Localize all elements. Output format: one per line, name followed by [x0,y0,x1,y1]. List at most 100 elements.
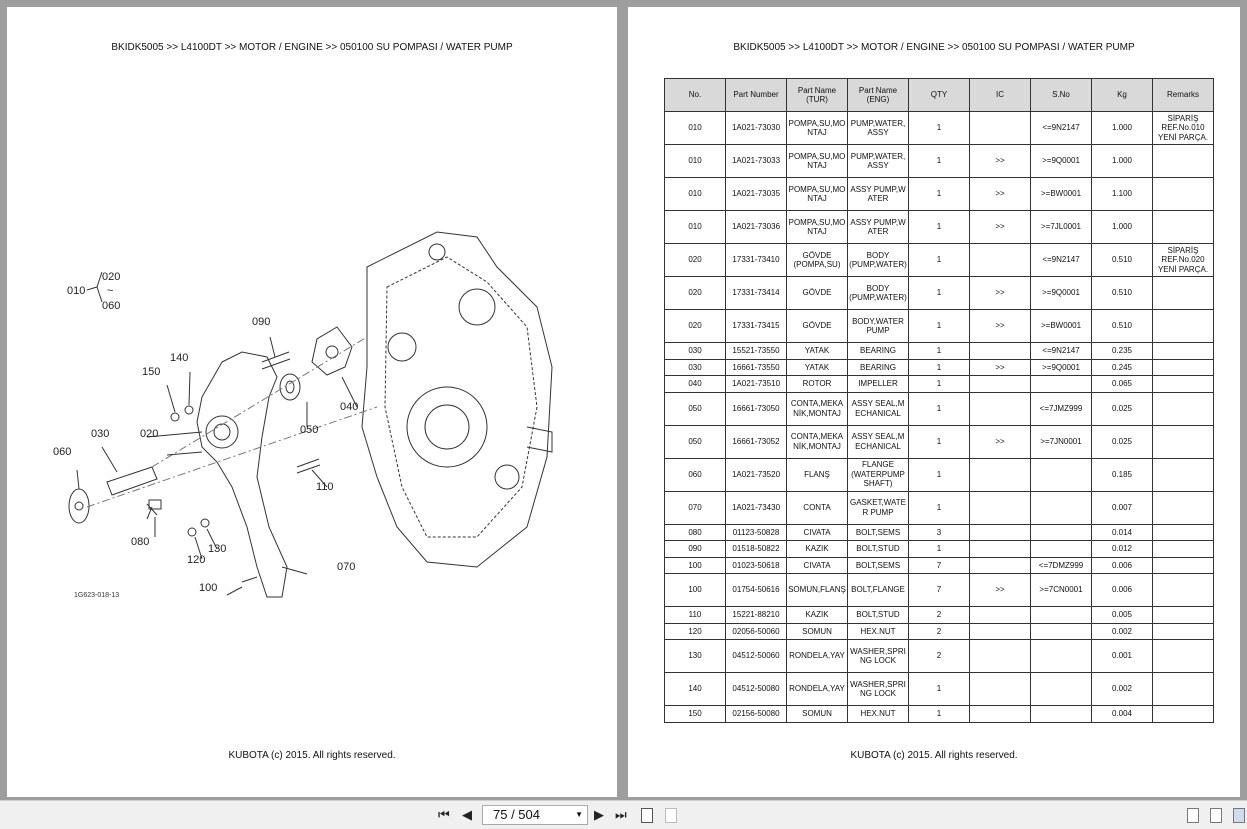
cell-qty: 1 [908,309,970,343]
cell-ic [969,490,1031,525]
cell-weight-kg: 0.185 [1091,457,1153,492]
page-number-select[interactable]: 75 / 504 ▼ [482,805,588,825]
cell-ic [969,391,1031,426]
exploded-diagram: 010 020 ~ 060 090 140 150 030 020 050 04… [53,231,553,599]
cell-remarks [1152,490,1214,525]
cell-ic: >> [969,358,1031,376]
column-header: Remarks [1152,78,1214,112]
cell-weight-kg: 0.007 [1091,490,1153,525]
column-header: Part Name (ENG) [847,78,909,112]
cell-serial-no [1030,375,1092,393]
two-page-view-icon[interactable] [1233,808,1245,823]
callout-labels: 010 020 ~ 060 090 140 150 030 020 050 04… [53,271,358,599]
cell-part-number: 1A021-73036 [725,210,787,244]
cell-item-no: 140 [664,672,726,706]
callout-020: 020 [140,428,158,440]
cell-item-no: 150 [664,705,726,723]
cell-part-number: 02156-50080 [725,705,787,723]
cell-remarks [1152,606,1214,624]
cell-weight-kg: 0.065 [1091,375,1153,393]
callout-120: 120 [187,554,205,566]
callout-080: 080 [131,536,149,548]
cell-item-no: 090 [664,540,726,558]
cell-qty: 1 [908,276,970,310]
cell-item-no: 050 [664,391,726,426]
cell-weight-kg: 0.025 [1091,424,1153,459]
cell-serial-no [1030,457,1092,492]
cell-serial-no: <=7DMZ999 [1030,556,1092,574]
cell-weight-kg: 1.000 [1091,144,1153,178]
cell-part-name-eng: ASSY SEAL,MECHANICAL [847,391,909,426]
cell-ic: >> [969,573,1031,607]
cell-weight-kg: 0.510 [1091,276,1153,310]
cell-item-no: 110 [664,606,726,624]
cell-part-name-tur: SOMUN [786,705,848,723]
first-page-button[interactable]: ⏮ [438,807,450,822]
cell-weight-kg: 0.510 [1091,309,1153,343]
cell-part-name-tur: GÖVDE [786,276,848,310]
cell-weight-kg: 1.000 [1091,111,1153,145]
cell-remarks [1152,523,1214,541]
single-page-view-icon[interactable] [1187,808,1199,823]
callout-140: 140 [170,352,188,364]
callout-070: 070 [337,561,355,573]
cell-qty: 1 [908,424,970,459]
chevron-down-icon: ▼ [575,810,583,819]
cell-remarks [1152,309,1214,343]
back-view-icon[interactable] [641,808,653,823]
cell-serial-no: >=9Q0001 [1030,358,1092,376]
copyright-footer: KUBOTA (c) 2015. All rights reserved. [850,750,1018,761]
cell-part-name-eng: BOLT,SEMS [847,556,909,574]
cell-item-no: 010 [664,177,726,211]
cell-part-name-eng: PUMP,WATER,ASSY [847,144,909,178]
cell-item-no: 010 [664,210,726,244]
cell-part-name-tur: KAZIK [786,540,848,558]
cell-item-no: 030 [664,342,726,360]
cell-part-name-eng: PUMP,WATER,ASSY [847,111,909,145]
callout-100: 100 [199,582,217,594]
cell-part-number: 1A021-73520 [725,457,787,492]
cell-part-number: 17331-73414 [725,276,787,310]
prev-page-button[interactable]: ◀ [462,807,472,822]
cell-ic: >> [969,177,1031,211]
cell-serial-no [1030,705,1092,723]
cell-weight-kg: 0.006 [1091,556,1153,574]
callout-150: 150 [142,366,160,378]
figure-id: 1G623-018-13 [74,592,119,599]
cell-qty: 1 [908,144,970,178]
cell-qty: 2 [908,622,970,640]
cell-item-no: 130 [664,639,726,673]
cell-part-number: 17331-73415 [725,309,787,343]
cell-part-name-eng: WASHER,SPRING LOCK [847,639,909,673]
cell-serial-no: >=7JL0001 [1030,210,1092,244]
cell-ic [969,111,1031,145]
cell-weight-kg: 0.025 [1091,391,1153,426]
cell-weight-kg: 0.235 [1091,342,1153,360]
cell-part-number: 01754-50616 [725,573,787,607]
cell-weight-kg: 0.245 [1091,358,1153,376]
continuous-view-icon[interactable] [1210,808,1222,823]
cell-part-number: 1A021-73033 [725,144,787,178]
cell-ic [969,639,1031,673]
next-page-button[interactable]: ▶ [594,807,604,822]
cell-remarks: SİPARİŞ REF.No.020 YENİ PARÇA. [1152,243,1214,277]
cell-serial-no: >=BW0001 [1030,309,1092,343]
cell-remarks [1152,573,1214,607]
last-page-button[interactable]: ⏭ [615,807,627,822]
cell-part-name-tur: KAZIK [786,606,848,624]
cell-qty: 1 [908,457,970,492]
cell-part-name-eng: BODY (PUMP,WATER) [847,276,909,310]
cell-remarks [1152,622,1214,640]
cell-qty: 1 [908,490,970,525]
cell-part-name-tur: RONDELA,YAY [786,639,848,673]
forward-view-icon[interactable] [665,808,677,823]
cell-part-name-eng: GASKET,WATER PUMP [847,490,909,525]
cell-item-no: 040 [664,375,726,393]
cell-part-name-tur: CONTA,MEKANİK,MONTAJ [786,391,848,426]
cell-part-name-tur: GÖVDE [786,309,848,343]
cell-serial-no [1030,606,1092,624]
